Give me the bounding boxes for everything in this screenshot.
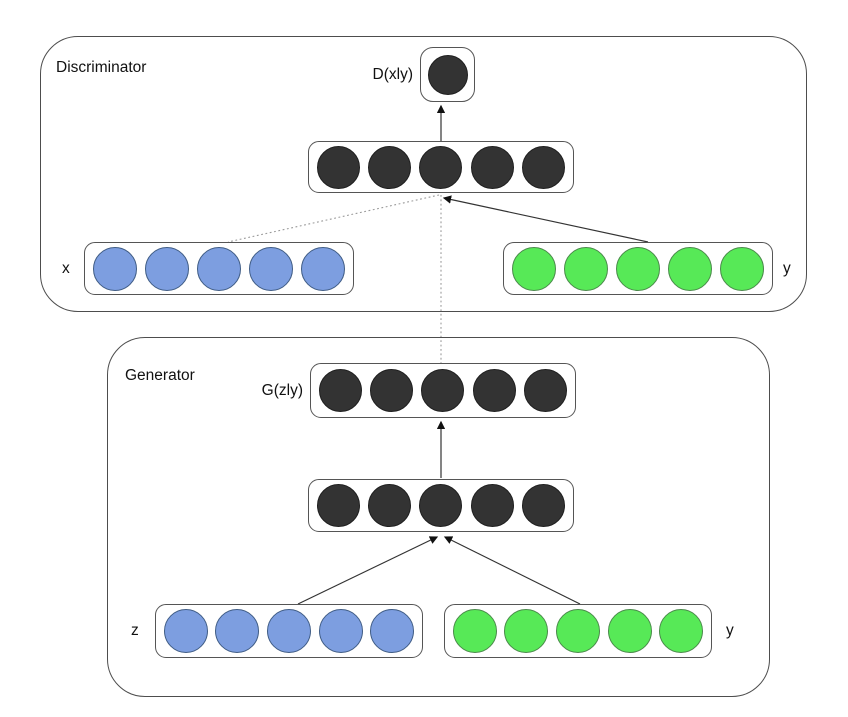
edge-y-to-disc-hidden xyxy=(442,195,649,243)
y-input-node xyxy=(659,609,704,653)
gen-output-node xyxy=(370,369,414,412)
gen-hidden-node xyxy=(317,484,361,527)
z-input-layer xyxy=(155,604,423,658)
generator-label: Generator xyxy=(125,367,195,384)
disc-hidden-node xyxy=(368,145,412,189)
discriminator-output-label: D(xly) xyxy=(372,66,413,83)
y-input-label-discriminator: y xyxy=(783,260,791,277)
z-input-node xyxy=(163,609,208,653)
gen-hidden-node xyxy=(521,484,565,527)
dotted-edge-x-to-disc-hidden xyxy=(227,194,440,243)
x-input-node xyxy=(93,246,137,291)
gen-output-node xyxy=(523,369,567,412)
disc-hidden-node xyxy=(317,145,361,189)
edge-y-to-gen-hidden xyxy=(443,536,581,605)
generator-output-label: G(zly) xyxy=(261,382,303,399)
y-input-layer-generator xyxy=(444,604,712,658)
y-input-node xyxy=(607,609,652,653)
gen-hidden-node xyxy=(419,484,463,527)
gen-output-node xyxy=(421,369,465,412)
y-input-node xyxy=(616,246,660,291)
z-input-node xyxy=(370,609,415,653)
y-input-node xyxy=(452,609,497,653)
z-input-node xyxy=(215,609,260,653)
disc-hidden-node xyxy=(521,145,565,189)
y-input-node xyxy=(564,246,608,291)
x-input-label: x xyxy=(62,260,70,277)
disc-output-node xyxy=(427,54,468,95)
generator-output-layer xyxy=(310,363,576,418)
gen-hidden-node xyxy=(368,484,412,527)
x-input-node xyxy=(197,246,241,291)
discriminator-label: Discriminator xyxy=(56,59,147,76)
discriminator-box xyxy=(40,36,807,312)
z-input-label: z xyxy=(131,622,139,639)
discriminator-hidden-layer xyxy=(308,141,574,193)
gen-hidden-node xyxy=(470,484,514,527)
y-input-node xyxy=(512,246,556,291)
disc-hidden-node xyxy=(470,145,514,189)
gen-output-node xyxy=(319,369,363,412)
y-input-layer-discriminator xyxy=(503,242,773,295)
z-input-node xyxy=(318,609,363,653)
y-input-label-generator: y xyxy=(726,622,734,639)
x-input-node xyxy=(301,246,345,291)
y-input-node xyxy=(668,246,712,291)
y-input-node xyxy=(720,246,764,291)
z-input-node xyxy=(266,609,311,653)
x-input-node xyxy=(145,246,189,291)
gen-output-node xyxy=(472,369,516,412)
discriminator-output-layer xyxy=(420,47,475,102)
y-input-node xyxy=(555,609,600,653)
x-input-node xyxy=(249,246,293,291)
generator-box xyxy=(107,337,770,697)
disc-hidden-node xyxy=(419,145,463,189)
edge-z-to-gen-hidden xyxy=(297,536,439,605)
y-input-node xyxy=(504,609,549,653)
generator-hidden-layer xyxy=(308,479,574,532)
x-input-layer xyxy=(84,242,354,295)
